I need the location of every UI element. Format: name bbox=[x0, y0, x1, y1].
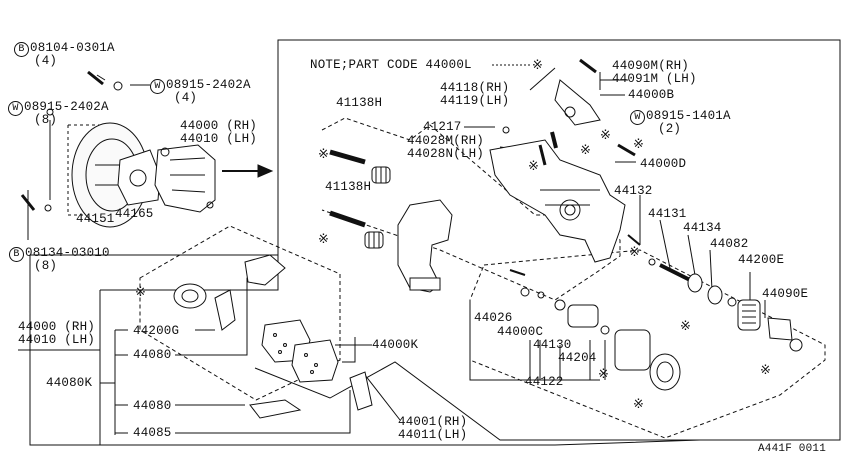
qty-08915-top: (4) bbox=[174, 91, 198, 105]
label-44090e: 44090E bbox=[762, 287, 809, 301]
label-44010-lh-top: 44010 (LH) bbox=[180, 132, 258, 146]
label-44080k: 44080K bbox=[46, 376, 93, 390]
pad-region bbox=[254, 361, 700, 441]
label-44131: 44131 bbox=[648, 207, 687, 221]
bracket-44122 bbox=[469, 300, 600, 381]
label-44134: 44134 bbox=[683, 221, 722, 235]
bolt-symbol-icon: B bbox=[14, 42, 29, 57]
label-44200g: 44200G bbox=[133, 324, 180, 338]
washer-symbol-icon: W bbox=[630, 110, 645, 125]
adjuster-parts-drawing bbox=[627, 234, 803, 352]
label-44080-lower: 44080 bbox=[133, 399, 172, 413]
star-mark-icon: ※ bbox=[135, 285, 147, 300]
label-44200e: 44200E bbox=[738, 253, 785, 267]
star-mark-icon: ※ bbox=[598, 367, 610, 382]
label-44119-lh: 44119(LH) bbox=[440, 94, 510, 108]
label-44011-lh: 44011(LH) bbox=[398, 428, 468, 442]
backing-dash bbox=[67, 125, 110, 216]
label-44028n-lh: 44028N(LH) bbox=[407, 147, 485, 161]
star-mark-icon: ※ bbox=[528, 159, 540, 174]
piston-assembly-drawing bbox=[509, 269, 681, 391]
label-44028m-rh: 44028M(RH) bbox=[407, 134, 485, 148]
caliper-body-drawing bbox=[489, 79, 626, 263]
arrow-head bbox=[257, 164, 274, 178]
bracket-44080k bbox=[100, 329, 128, 435]
label-44026: 44026 bbox=[474, 311, 513, 325]
star-mark-icon: ※ bbox=[600, 128, 612, 143]
qty-08134: (8) bbox=[34, 259, 58, 273]
label-44122: 44122 bbox=[525, 375, 564, 389]
label-44204: 44204 bbox=[558, 351, 597, 365]
star-mark-icon: ※ bbox=[532, 58, 544, 73]
bolt-symbol-icon: B bbox=[9, 247, 24, 262]
label-44000-rh-top: 44000 (RH) bbox=[180, 119, 258, 133]
washer-symbol-icon: W bbox=[8, 101, 23, 116]
note-part-code: NOTE;PART CODE 44000L bbox=[310, 58, 472, 72]
small-caliper-drawing bbox=[154, 144, 216, 213]
label-44000d: 44000D bbox=[640, 157, 687, 171]
top-right-parts-drawing bbox=[502, 58, 636, 166]
star-mark-icon: ※ bbox=[760, 363, 772, 378]
star-mark-icon: ※ bbox=[633, 397, 645, 412]
label-44118-rh: 44118(RH) bbox=[440, 81, 510, 95]
washer-symbol-icon: W bbox=[150, 79, 165, 94]
star-mark-icon: ※ bbox=[580, 143, 592, 158]
label-44010-lh-left: 44010 (LH) bbox=[18, 333, 96, 347]
qty-08915-1401a: (2) bbox=[658, 122, 682, 136]
qty-08104: (4) bbox=[34, 54, 58, 68]
label-44000c: 44000C bbox=[497, 325, 544, 339]
label-44000-rh-left: 44000 (RH) bbox=[18, 320, 96, 334]
label-41138h-bottom: 41138H bbox=[325, 180, 372, 194]
star-mark-icon: ※ bbox=[318, 232, 330, 247]
label-41138h-top: 41138H bbox=[336, 96, 383, 110]
label-44151: 44151 bbox=[76, 212, 115, 226]
star-mark-icon: ※ bbox=[318, 147, 330, 162]
pad-dashed-box bbox=[139, 225, 341, 401]
label-44082: 44082 bbox=[710, 237, 749, 251]
label-44001-rh: 44001(RH) bbox=[398, 415, 468, 429]
star-mark-icon: ※ bbox=[633, 137, 645, 152]
caliper-support-drawing bbox=[397, 199, 453, 293]
qty-08915-left: (8) bbox=[34, 113, 58, 127]
label-44090m-rh: 44090M(RH) bbox=[612, 59, 690, 73]
bolts-left bbox=[20, 70, 123, 212]
outer-frame bbox=[29, 39, 841, 446]
shims-drawing bbox=[173, 254, 373, 419]
label-44080-upper: 44080 bbox=[133, 348, 172, 362]
label-44132: 44132 bbox=[614, 184, 653, 198]
guide-pins bbox=[329, 149, 391, 249]
bracket-44165-drawing bbox=[117, 149, 161, 206]
star-mark-icon: ※ bbox=[680, 319, 692, 334]
diagram-code: A441F 0011 bbox=[758, 443, 827, 455]
label-44091m-lh: 44091M (LH) bbox=[612, 72, 697, 86]
label-41217: 41217 bbox=[423, 120, 462, 134]
star-mark-icon: ※ bbox=[629, 245, 641, 260]
label-44000b: 44000B bbox=[628, 88, 675, 102]
label-44085: 44085 bbox=[133, 426, 172, 440]
label-44165: 44165 bbox=[115, 207, 154, 221]
label-44130: 44130 bbox=[533, 338, 572, 352]
brake-pads-drawing bbox=[261, 319, 339, 383]
label-44000k: 44000K bbox=[372, 338, 419, 352]
